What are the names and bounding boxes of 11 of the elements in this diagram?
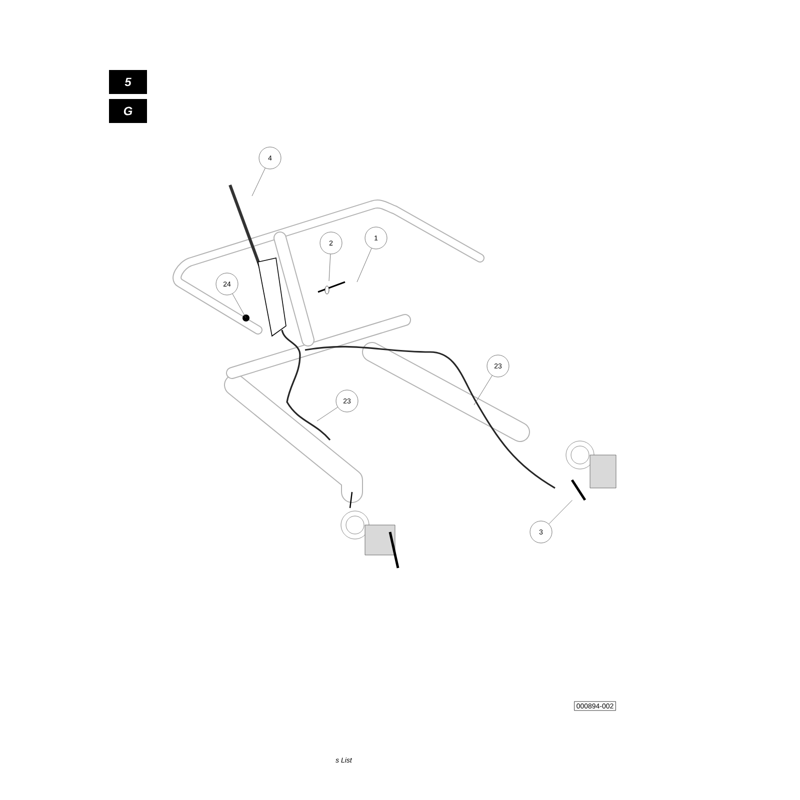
leader-line — [356, 248, 372, 282]
section-tab: 5 — [109, 70, 147, 94]
leader-line — [252, 168, 266, 196]
brake-assembly-drawing — [340, 510, 400, 568]
leader-line — [232, 294, 246, 318]
leader-line — [316, 407, 338, 422]
leader-line — [474, 375, 492, 406]
leader-line — [548, 500, 572, 524]
section-tab: G — [109, 99, 147, 123]
leader-line — [328, 254, 331, 282]
brake-assembly-drawing — [566, 440, 616, 501]
